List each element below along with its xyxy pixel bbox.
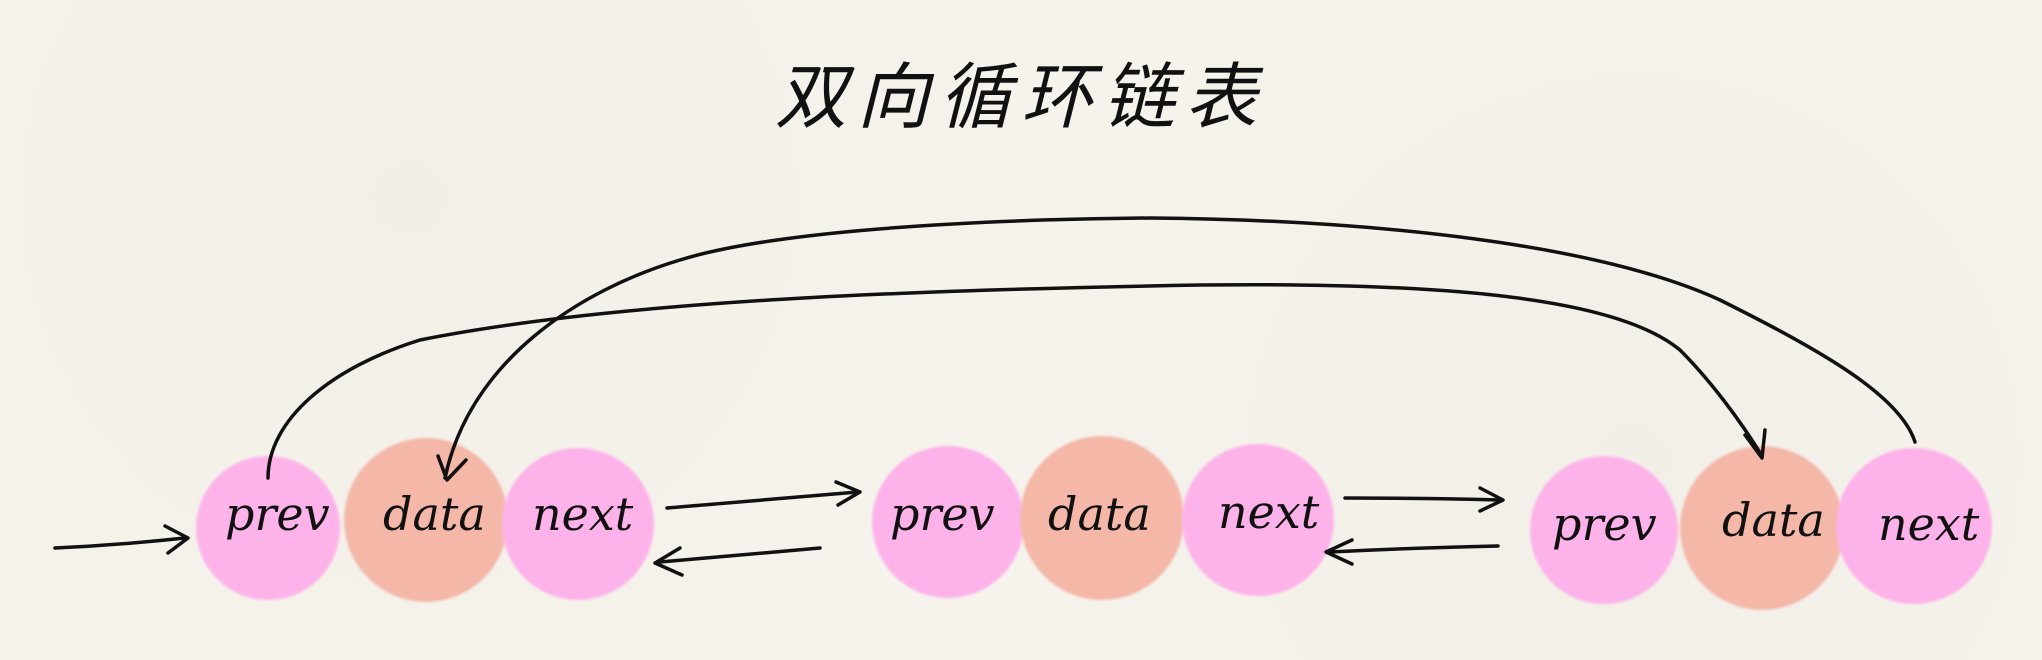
- node-3-next-label: next: [1878, 497, 1980, 551]
- node-3-prev-label: prev: [1552, 497, 1657, 551]
- node-1-data-label: data: [383, 487, 486, 541]
- diagram-title: 双向循环链表: [774, 55, 1267, 139]
- node-3-next-field: [1836, 448, 1992, 604]
- node-2-prev-label: prev: [890, 487, 995, 541]
- next-arrow-2-to-3: [1343, 486, 1505, 513]
- node-2: prev data next: [872, 436, 1334, 600]
- next-arrow-1-to-2: [665, 480, 862, 510]
- node-1: prev data next: [196, 438, 654, 602]
- prev-arrow-3-to-2: [1324, 538, 1500, 566]
- node-3-data-field: [1680, 446, 1844, 610]
- prev-arrow-2-to-1: [653, 546, 822, 577]
- node-1-next-label: next: [532, 487, 634, 541]
- node-3-data-label: data: [1722, 493, 1825, 547]
- node-1-prev-field: [196, 456, 340, 600]
- node-2-prev-field: [872, 446, 1024, 598]
- node-1-data-field: [344, 438, 508, 602]
- node-2-data-label: data: [1048, 487, 1151, 541]
- circular-prev-arrow: [266, 282, 1767, 480]
- node-2-next-label: next: [1218, 485, 1320, 539]
- head-entry-arrow: [53, 524, 190, 555]
- circular-next-arrow: [436, 216, 1917, 482]
- node-2-data-field: [1020, 436, 1184, 600]
- node-3-prev-field: [1530, 456, 1678, 604]
- node-1-next-field: [502, 448, 654, 600]
- node-3: prev data next: [1530, 446, 1992, 610]
- node-1-prev-label: prev: [225, 487, 330, 541]
- node-2-next-field: [1182, 444, 1334, 596]
